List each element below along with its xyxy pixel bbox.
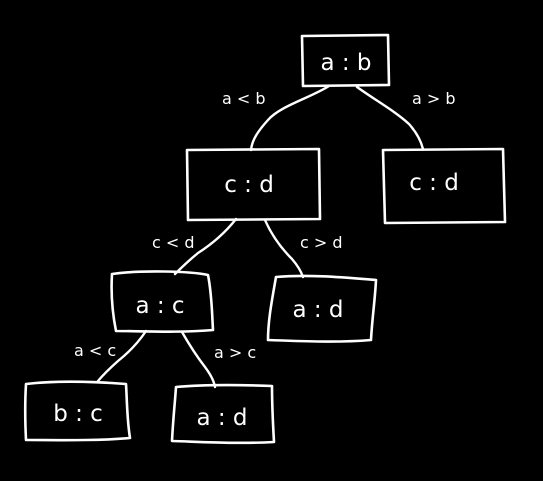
edge-labels: a < b a > b c < d c > d a < c a > c (74, 89, 456, 362)
edge-label-c-gt-d: c > d (300, 233, 343, 252)
node-root-box (300, 33, 391, 88)
node-lll: b : c (23, 380, 132, 442)
node-lr-label: a : d (292, 297, 343, 323)
edge-label-a-gt-c: a > c (214, 343, 256, 362)
node-ll-box (110, 270, 215, 333)
node-root: a : b (300, 33, 391, 88)
edge-label-a-lt-b: a < b (222, 89, 266, 108)
node-lll-label: b : c (53, 401, 103, 427)
node-left-label: c : d (224, 172, 274, 198)
node-ll: a : c (110, 270, 215, 333)
edge-left-to-right (263, 218, 305, 279)
node-llr-box (170, 383, 276, 445)
edge-ll-to-right (180, 330, 217, 389)
edge-root-to-right (355, 85, 425, 151)
node-root-label: a : b (320, 50, 371, 76)
node-ll-label: a : c (135, 293, 184, 319)
node-left-box (185, 147, 322, 222)
node-right-box (381, 147, 507, 225)
node-right: c : d (381, 147, 507, 225)
node-right-label: c : d (409, 170, 459, 196)
edge-left-to-left (173, 217, 238, 276)
node-lll-box (23, 380, 132, 442)
node-left: c : d (185, 147, 322, 222)
edges (96, 84, 425, 389)
edge-ll-to-left (96, 329, 148, 383)
edge-label-a-gt-b: a > b (412, 89, 456, 108)
node-llr-label: a : d (196, 405, 247, 431)
node-lr: a : d (266, 274, 378, 343)
edge-label-c-lt-d: c < d (152, 233, 195, 252)
node-llr: a : d (170, 383, 276, 445)
node-lr-box (266, 274, 378, 343)
edge-root-to-left (249, 84, 331, 152)
edge-label-a-lt-c: a < c (74, 341, 116, 360)
